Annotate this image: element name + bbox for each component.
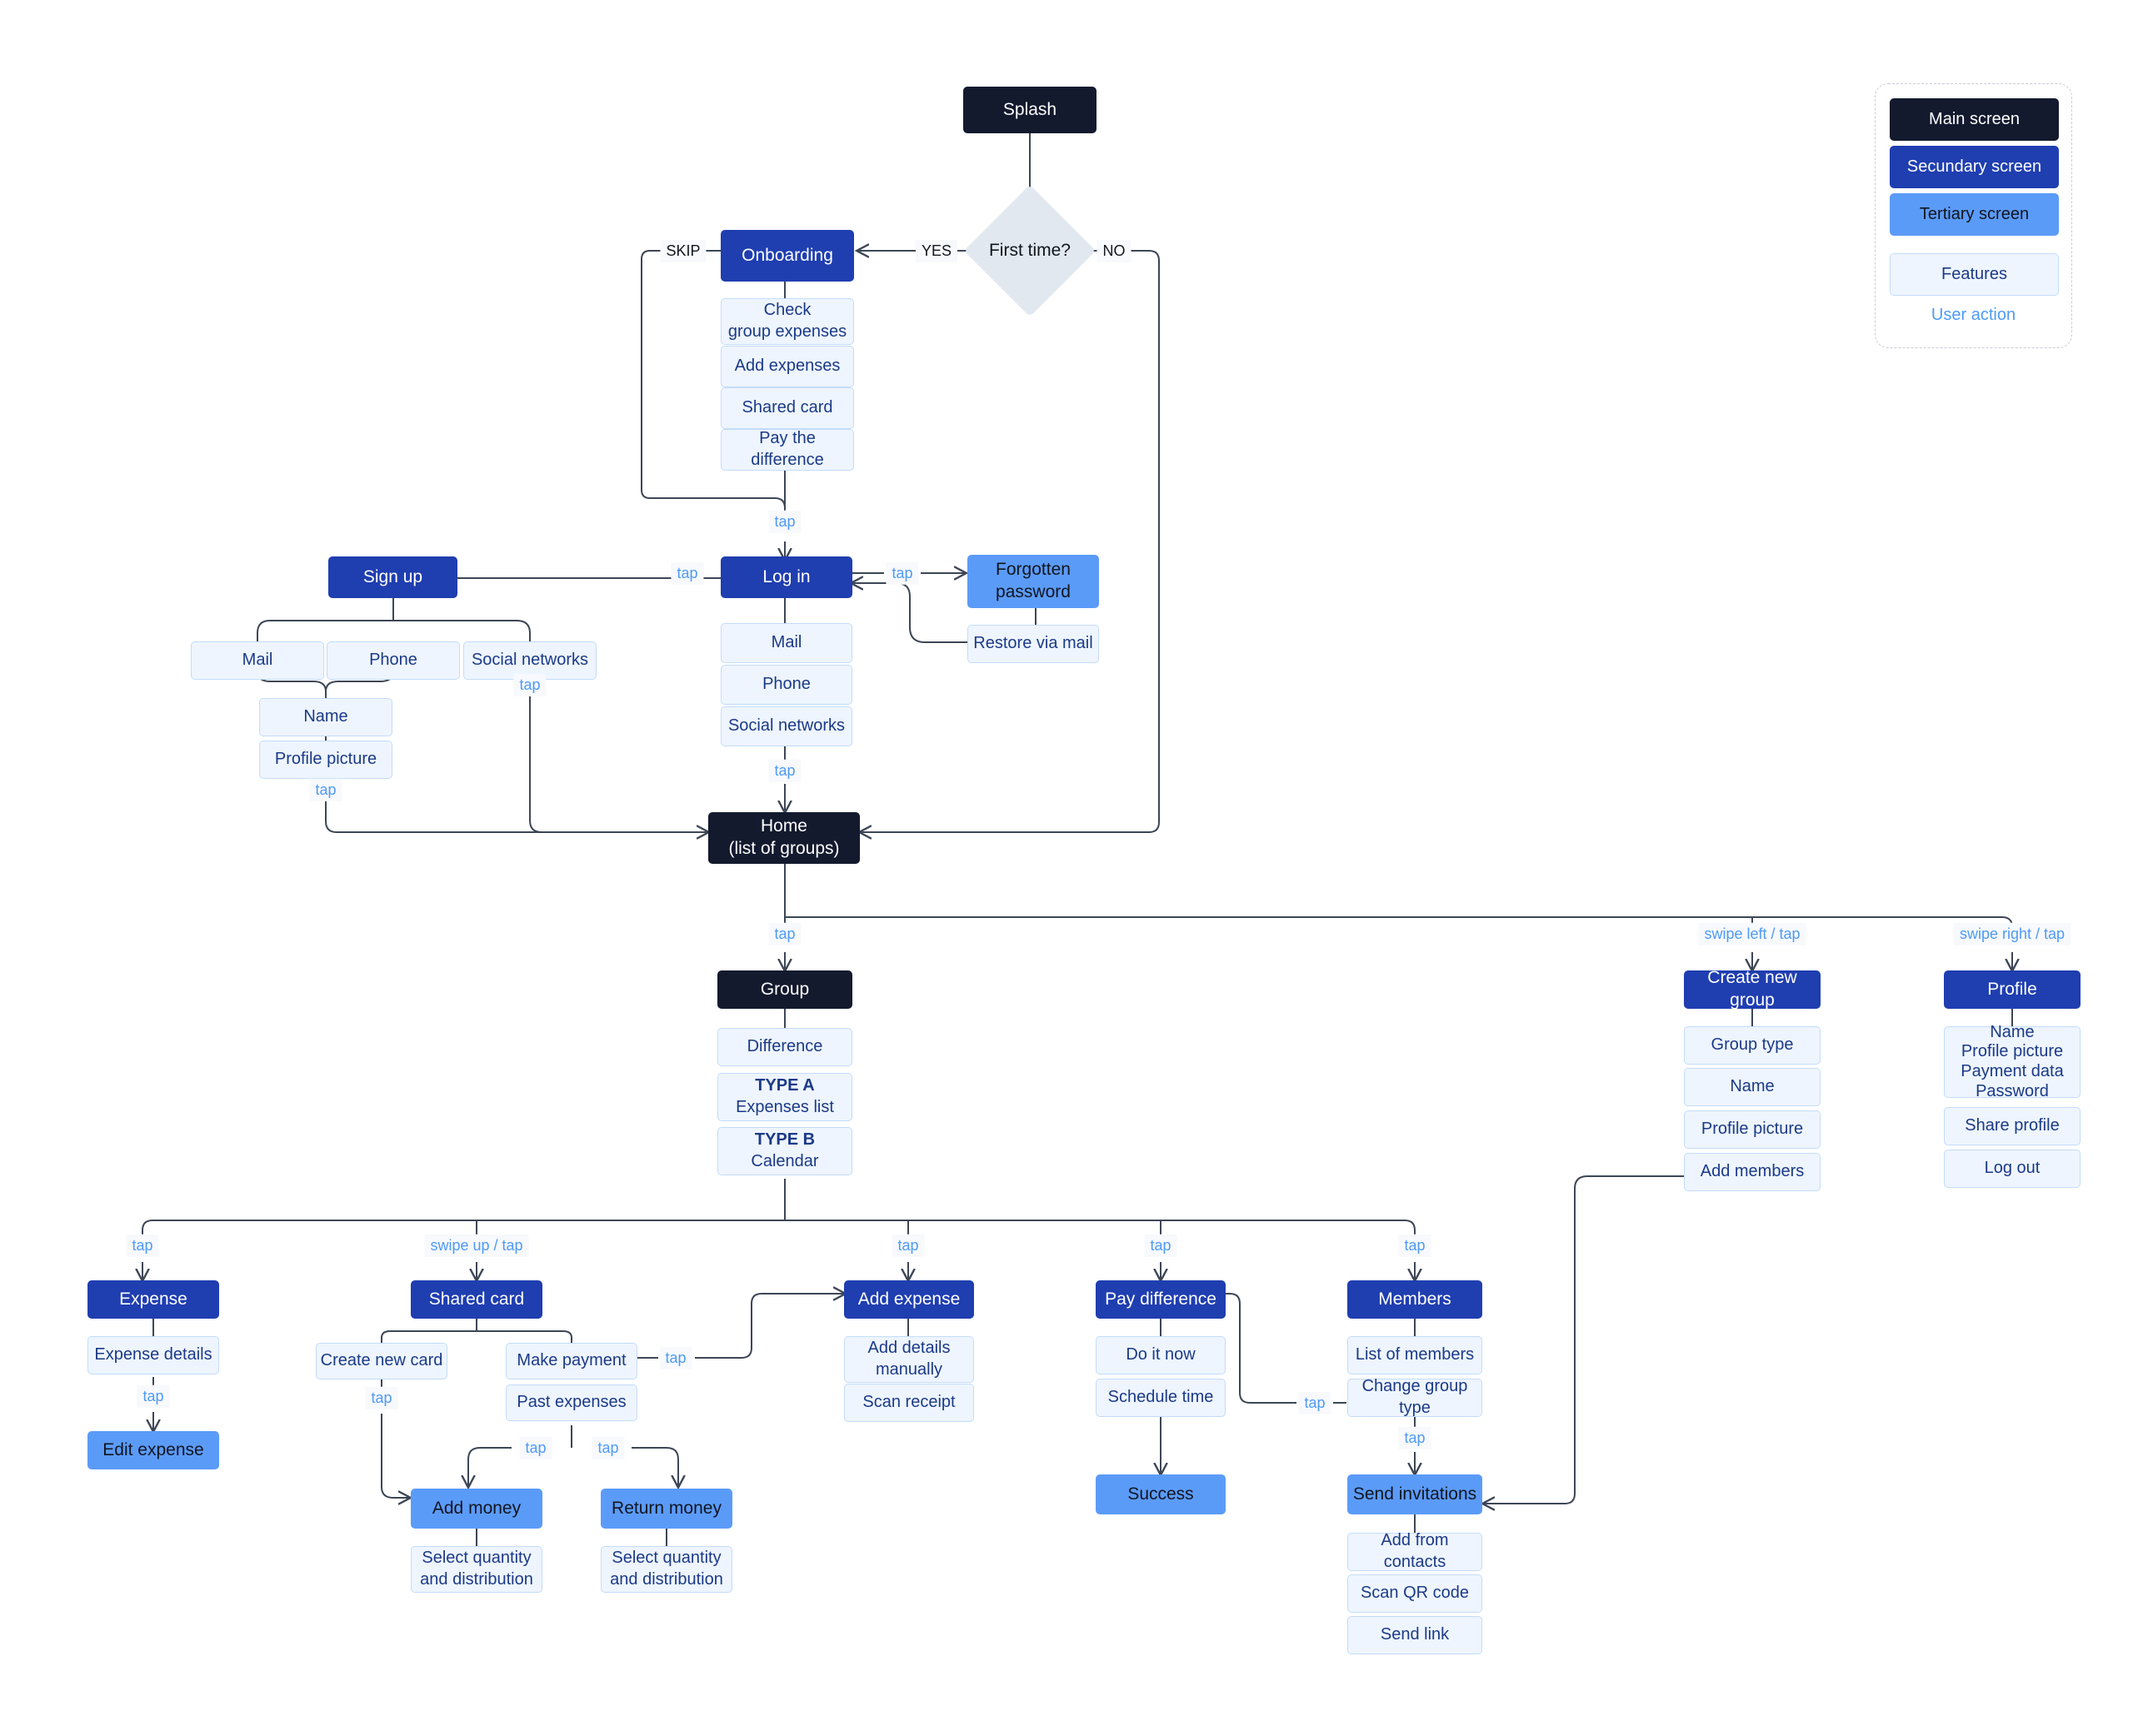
edge-label-tap-edit-expense: tap bbox=[137, 1384, 170, 1408]
node-add-from-contacts[interactable]: Add from contacts bbox=[1347, 1531, 1482, 1571]
node-send-link[interactable]: Send link bbox=[1347, 1616, 1482, 1654]
node-share-profile[interactable]: Share profile bbox=[1944, 1107, 2081, 1145]
node-pay-difference[interactable]: Pay difference bbox=[1096, 1280, 1226, 1319]
node-onboarding[interactable]: Onboarding bbox=[721, 230, 854, 282]
node-add-expenses[interactable]: Add expenses bbox=[721, 346, 854, 387]
node-add-expense[interactable]: Add expense bbox=[844, 1280, 974, 1319]
edge-label-tap-expense: tap bbox=[126, 1234, 159, 1257]
node-forgotten-password[interactable]: Forgotten password bbox=[967, 555, 1099, 608]
node-add-money-select-quantity[interactable]: Select quantity and distribution bbox=[411, 1546, 542, 1593]
edge-label-tap-members: tap bbox=[1398, 1234, 1431, 1257]
node-change-group-type[interactable]: Change group type bbox=[1347, 1377, 1482, 1417]
node-signup-profile-picture[interactable]: Profile picture bbox=[259, 741, 392, 779]
edge-label-tap-send-invitations: tap bbox=[1398, 1426, 1431, 1449]
edge-label-tap-pay-difference: tap bbox=[1144, 1234, 1177, 1257]
edge-label-swipe-right-tap: swipe right / tap bbox=[1953, 922, 2071, 945]
node-shared-card-onboarding[interactable]: Shared card bbox=[721, 387, 854, 429]
edge-label-tap-onboarding-login: tap bbox=[768, 510, 802, 533]
node-scan-receipt[interactable]: Scan receipt bbox=[844, 1384, 974, 1422]
node-add-members[interactable]: Add members bbox=[1684, 1153, 1821, 1191]
node-login-phone[interactable]: Phone bbox=[721, 665, 852, 705]
node-restore-via-mail[interactable]: Restore via mail bbox=[967, 625, 1099, 663]
legend-item-secondary-screen: Secundary screen bbox=[1890, 146, 2059, 188]
node-scan-qr-code[interactable]: Scan QR code bbox=[1347, 1574, 1482, 1613]
node-login-social-networks[interactable]: Social networks bbox=[721, 706, 852, 746]
edge-label-tap-signup-home: tap bbox=[309, 778, 342, 801]
node-send-invitations[interactable]: Send invitations bbox=[1347, 1474, 1482, 1514]
edge-label-tap-change-type-pay-difference: tap bbox=[1298, 1391, 1331, 1414]
edge-label-no: NO bbox=[1096, 239, 1131, 262]
edge-label-skip: SKIP bbox=[660, 239, 707, 262]
node-profile[interactable]: Profile bbox=[1944, 970, 2081, 1009]
node-type-a[interactable]: TYPE A Expenses list bbox=[717, 1073, 852, 1121]
node-make-payment[interactable]: Make payment bbox=[506, 1343, 637, 1379]
node-return-money[interactable]: Return money bbox=[601, 1489, 732, 1529]
node-past-expenses[interactable]: Past expenses bbox=[506, 1384, 637, 1421]
node-check-group-expenses[interactable]: Check group expenses bbox=[721, 298, 854, 345]
node-home[interactable]: Home (list of groups) bbox=[708, 812, 860, 864]
node-signup-phone[interactable]: Phone bbox=[327, 641, 460, 680]
node-add-money[interactable]: Add money bbox=[411, 1489, 542, 1529]
node-signup-social-networks[interactable]: Social networks bbox=[463, 641, 597, 680]
node-create-new-group[interactable]: Create new group bbox=[1684, 968, 1821, 1010]
node-success[interactable]: Success bbox=[1096, 1474, 1226, 1514]
node-expense-details[interactable]: Expense details bbox=[87, 1336, 219, 1374]
node-list-of-members[interactable]: List of members bbox=[1347, 1336, 1482, 1374]
node-login-mail[interactable]: Mail bbox=[721, 623, 852, 663]
node-group[interactable]: Group bbox=[717, 970, 852, 1009]
edge-label-tap-create-card-add-money: tap bbox=[365, 1386, 398, 1409]
type-a-title: TYPE A bbox=[755, 1076, 815, 1095]
node-shared-card[interactable]: Shared card bbox=[411, 1280, 542, 1319]
legend-item-main-screen: Main screen bbox=[1890, 98, 2059, 141]
node-return-money-select-quantity[interactable]: Select quantity and distribution bbox=[601, 1546, 732, 1593]
node-edit-expense[interactable]: Edit expense bbox=[87, 1431, 219, 1469]
node-log-in[interactable]: Log in bbox=[721, 556, 852, 598]
node-add-details-manually[interactable]: Add details manually bbox=[844, 1336, 974, 1383]
edge-label-tap-login-forgot: tap bbox=[886, 561, 919, 585]
node-do-it-now[interactable]: Do it now bbox=[1096, 1336, 1226, 1374]
node-splash[interactable]: Splash bbox=[963, 87, 1096, 133]
type-b-title: TYPE B bbox=[754, 1130, 816, 1150]
node-schedule-time[interactable]: Schedule time bbox=[1096, 1379, 1226, 1417]
edge-label-tap-past-return-money: tap bbox=[592, 1436, 625, 1459]
node-type-b[interactable]: TYPE B Calendar bbox=[717, 1127, 852, 1175]
edge-label-swipe-left-tap: swipe left / tap bbox=[1698, 922, 1806, 945]
node-sign-up[interactable]: Sign up bbox=[328, 556, 457, 598]
node-group-type[interactable]: Group type bbox=[1684, 1026, 1821, 1065]
node-group-name[interactable]: Name bbox=[1684, 1068, 1821, 1106]
type-b-subtitle: Calendar bbox=[751, 1152, 819, 1170]
legend-item-user-action: User action bbox=[1931, 306, 2016, 324]
node-first-time[interactable]: First time? bbox=[988, 241, 1071, 260]
legend-panel: Main screen Secundary screen Tertiary sc… bbox=[1875, 83, 2072, 348]
edge-label-tap-social-home: tap bbox=[513, 673, 547, 696]
edge-label-tap-add-expense: tap bbox=[892, 1234, 925, 1257]
edge-label-tap-make-payment-add-expense: tap bbox=[659, 1346, 692, 1369]
edge-label-yes: YES bbox=[915, 239, 958, 262]
edge-label-tap-past-add-money: tap bbox=[519, 1436, 552, 1459]
edge-label-tap-login-home: tap bbox=[768, 759, 802, 782]
edge-label-tap-home-group: tap bbox=[768, 922, 802, 945]
node-signup-name[interactable]: Name bbox=[259, 698, 392, 736]
edge-label-swipe-up-tap-shared-card: swipe up / tap bbox=[424, 1234, 529, 1257]
edge-label-tap-login-signup: tap bbox=[671, 561, 704, 585]
legend-item-features: Features bbox=[1890, 253, 2059, 296]
node-create-new-card[interactable]: Create new card bbox=[316, 1343, 447, 1379]
type-a-subtitle: Expenses list bbox=[736, 1098, 834, 1116]
node-members[interactable]: Members bbox=[1347, 1280, 1482, 1319]
legend-item-tertiary-screen: Tertiary screen bbox=[1890, 193, 2059, 236]
node-pay-the-difference[interactable]: Pay the difference bbox=[721, 429, 854, 471]
node-difference[interactable]: Difference bbox=[717, 1028, 852, 1066]
node-profile-fields[interactable]: Name Profile picture Payment data Passwo… bbox=[1944, 1023, 2081, 1100]
node-signup-mail[interactable]: Mail bbox=[191, 641, 324, 680]
node-log-out[interactable]: Log out bbox=[1944, 1150, 2081, 1188]
node-expense[interactable]: Expense bbox=[87, 1280, 219, 1319]
node-group-profile-picture[interactable]: Profile picture bbox=[1684, 1110, 1821, 1149]
